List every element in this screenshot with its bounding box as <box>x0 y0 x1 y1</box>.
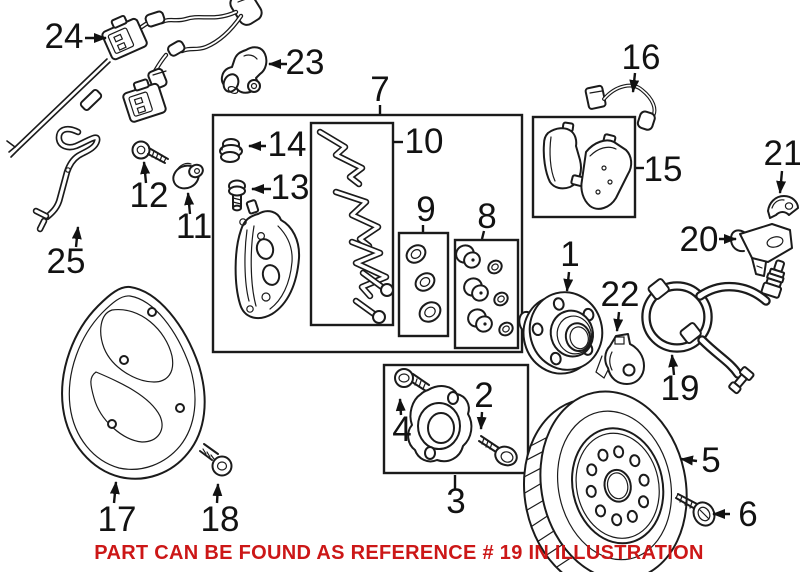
wheel-hub-drawing <box>518 291 604 375</box>
callout-10: 10 <box>393 122 443 161</box>
abs-wheel-speed-sensor-drawing <box>220 46 268 95</box>
brake-caliper-drawing <box>234 199 301 320</box>
callout-7-number: 7 <box>370 70 389 109</box>
brake-pad-set-drawing <box>542 121 633 210</box>
callout-12: 12 <box>130 161 169 215</box>
callout-1: 1 <box>560 235 580 292</box>
mounting-screw-drawing <box>131 140 169 164</box>
callout-4: 4 <box>392 398 412 449</box>
callout-7: 7 <box>370 70 390 114</box>
callout-24-number: 24 <box>45 17 84 56</box>
callout-23: 23 <box>268 43 325 82</box>
caliper-piston-kit-drawing <box>455 244 514 337</box>
callout-8-number: 8 <box>477 197 496 236</box>
callout-14: 14 <box>248 125 307 164</box>
bracket-clip-drawing <box>767 195 799 219</box>
caliper-bolt-drawing <box>228 179 246 212</box>
callout-21: 21 <box>764 134 800 194</box>
callout-3: 3 <box>446 475 466 521</box>
brake-rotor-drawing <box>522 390 688 572</box>
pad-wear-sensor-drawing <box>584 83 657 131</box>
callout-17-number: 17 <box>98 500 137 539</box>
callout-14-number: 14 <box>268 125 307 164</box>
callout-5-number: 5 <box>701 441 720 480</box>
caliper-seal-kit-drawing <box>405 244 442 323</box>
callout-18-number: 18 <box>201 500 240 539</box>
callout-25: 25 <box>47 226 86 281</box>
callout-22-number: 22 <box>601 275 640 314</box>
brake-splash-shield-drawing <box>61 285 206 480</box>
callout-1-number: 1 <box>560 235 579 274</box>
reference-note: PART CAN BE FOUND AS REFERENCE # 19 IN I… <box>94 542 704 564</box>
callout-13: 13 <box>251 168 310 207</box>
grommet-bushing-drawing <box>172 162 204 190</box>
callout-5: 5 <box>680 441 721 480</box>
hose-bracket-drawing <box>730 223 793 277</box>
callout-17: 17 <box>98 481 137 539</box>
callout-20-number: 20 <box>680 220 719 259</box>
caliper-hardware-kit-box <box>309 121 395 327</box>
callout-9-number: 9 <box>416 190 435 229</box>
callout-24: 24 <box>45 17 107 56</box>
callout-15: 15 <box>636 150 682 189</box>
callout-20: 20 <box>680 220 737 259</box>
sensor-bracket-drawing <box>595 333 645 385</box>
caliper-hardware-kit-drawing <box>316 128 394 324</box>
callout-23-number: 23 <box>286 43 325 82</box>
callout-9: 9 <box>416 190 436 232</box>
callout-19-number: 19 <box>661 369 700 408</box>
callout-16: 16 <box>622 38 661 93</box>
callout-11-number: 11 <box>176 207 212 246</box>
retainer-bracket-drawing <box>32 125 101 233</box>
callout-15-number: 15 <box>644 150 683 189</box>
brake-hose-drawing <box>641 259 786 395</box>
callout-25-number: 25 <box>47 242 86 281</box>
callout-12-number: 12 <box>130 176 169 215</box>
shield-bolt-drawing <box>199 443 233 477</box>
abs-sensor-harness-drawing <box>6 0 263 158</box>
wheel-bearing-kit-drawing <box>394 368 518 467</box>
callout-3-number: 3 <box>446 482 465 521</box>
callout-4-number: 4 <box>392 410 411 449</box>
protective-cap-drawing <box>219 138 243 163</box>
callout-22: 22 <box>601 275 640 332</box>
callout-19: 19 <box>661 354 700 408</box>
callout-6: 6 <box>712 495 758 534</box>
callout-8: 8 <box>477 197 497 240</box>
callout-11: 11 <box>176 192 212 246</box>
callout-21-number: 21 <box>764 134 800 173</box>
callout-16-number: 16 <box>622 38 661 77</box>
callout-13-number: 13 <box>271 168 310 207</box>
callout-10-number: 10 <box>405 122 444 161</box>
callout-18: 18 <box>201 483 240 539</box>
callout-6-number: 6 <box>738 495 757 534</box>
callout-2: 2 <box>474 376 494 430</box>
callout-2-number: 2 <box>474 376 493 415</box>
